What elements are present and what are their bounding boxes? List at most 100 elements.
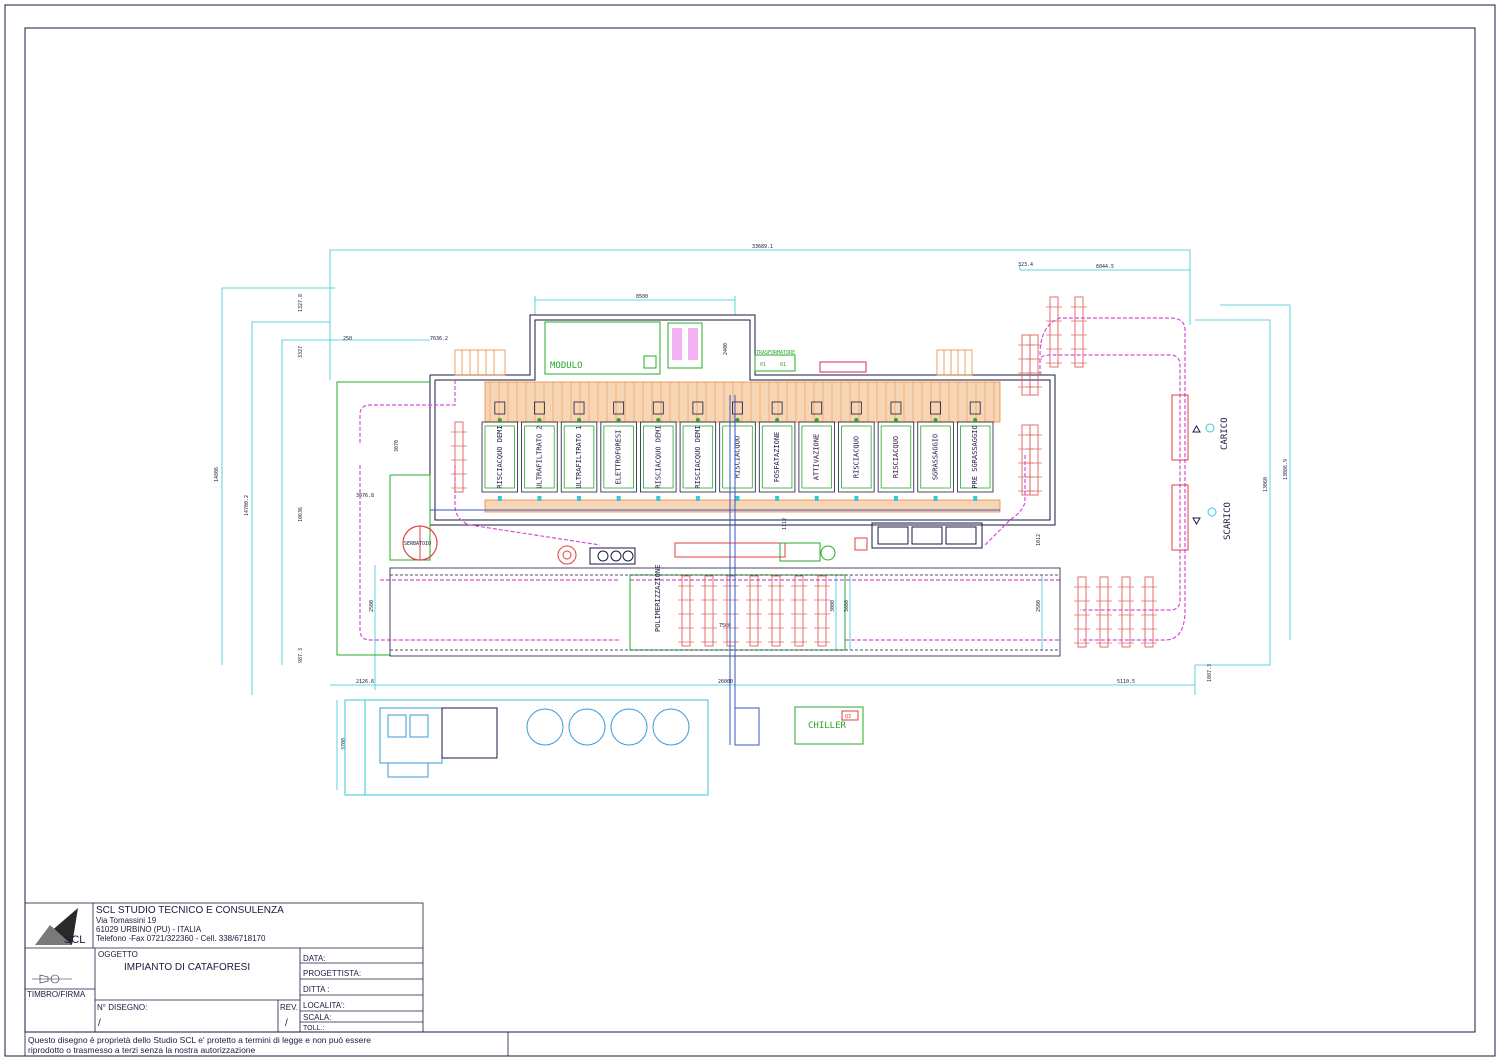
tank-label: SGRASSAGGIO: [932, 434, 940, 480]
utility-area: [344, 699, 709, 796]
rectifier-units: [667, 322, 703, 369]
load-unload-stations: CARICO SCARICO: [1171, 394, 1233, 551]
building-outline: [429, 314, 1056, 526]
trasformatore-label: TRASFORMATORE: [756, 350, 795, 356]
oggetto-label: OGGETTO: [98, 950, 138, 959]
dim-text: 13086.9: [1283, 459, 1289, 480]
conveyor-path: [359, 317, 1186, 641]
tank-label: RISCIACQUO DEMI: [654, 425, 662, 488]
process-tank: FOSFATAZIONE: [758, 401, 796, 501]
dim-text: 10636: [298, 507, 304, 522]
carrier-rack: [1118, 576, 1134, 648]
chiller-label: CHILLER: [808, 721, 847, 731]
platform-grid: [484, 381, 1001, 513]
dim-text: 2126.6: [356, 679, 374, 685]
dim-text: 250: [343, 336, 352, 342]
polimerizzazione-oven: [389, 567, 1061, 657]
carrier-rack: [1026, 334, 1042, 396]
trasf-unit-label: 01: [760, 362, 766, 368]
rev-value: /: [285, 1018, 288, 1029]
field-scala: SCALA:: [303, 1013, 331, 1022]
inner-border: [24, 27, 1476, 1033]
dim-text: 14806: [214, 467, 220, 482]
carrier-rack: [746, 575, 762, 647]
dim-text: 3327: [298, 346, 304, 358]
process-tank: ATTIVAZIONE: [798, 401, 835, 501]
company-contacts: Telefono -Fax 0721/322360 - Cell. 338/67…: [96, 934, 266, 943]
dim-text: 323.4: [1018, 262, 1033, 268]
dim-text: 1112: [782, 518, 788, 530]
carrier-rack: [1018, 334, 1034, 396]
field-localita: LOCALITA':: [303, 1001, 345, 1010]
process-tank: RISCIACQUO: [719, 401, 756, 501]
dim-text: 26000: [718, 679, 733, 685]
process-tank: RISCIACQUO: [877, 401, 915, 501]
control-panel: [819, 361, 867, 373]
process-tank: RISCIACQUO: [838, 401, 875, 501]
dim-text: 5110.5: [1117, 679, 1135, 685]
tank-label: RISCIACQUO: [852, 436, 860, 478]
company-name: SCL STUDIO TECNICO E CONSULENZA: [96, 905, 284, 916]
chiller-tag: Q3: [845, 714, 851, 720]
dim-text: 33689.1: [752, 244, 773, 250]
carrier-rack: [723, 575, 739, 647]
rev-label: REV.: [280, 1003, 298, 1012]
dim-text: 3000: [844, 600, 850, 612]
n-disegno-label: N° DISEGNO:: [97, 1003, 147, 1012]
dim-text: 8500: [636, 294, 648, 300]
dim-text: 3076.8: [356, 493, 374, 499]
carrier-rack: [1141, 576, 1157, 648]
carico-label: CARICO: [1220, 417, 1230, 450]
tank-label: ULTRAFILTRATO 1: [575, 425, 583, 488]
carrier-rack: [1071, 296, 1087, 368]
chiller: Q3 CHILLER: [794, 706, 864, 745]
process-tank: RISCIACQUO DEMI: [640, 401, 677, 501]
dim-text: 3700: [341, 738, 347, 750]
carrier-rack: [1018, 424, 1034, 496]
tank-label: RISCIACQUO DEMI: [496, 425, 504, 488]
dim-text: 2400: [723, 343, 729, 355]
field-progettista: PROGETTISTA:: [303, 969, 361, 978]
carrier-rack: [1026, 424, 1042, 496]
serbatoio-label: SERBATOIO: [404, 541, 431, 547]
carrier-rack: [678, 575, 694, 647]
field-data: DATA:: [303, 954, 325, 963]
dim-text: 3000: [830, 600, 836, 612]
tank-label: ELETTROFORESI: [615, 430, 623, 485]
dimension-lines: [221, 249, 1291, 790]
modulo-label: MODULO: [550, 361, 583, 371]
dim-text: 7636.2: [430, 336, 448, 342]
plant-layout: 33689.1 8500 6044.5 323.4 7636.2 250 332…: [214, 244, 1291, 796]
dim-text: 1327.8: [298, 294, 304, 312]
field-ditta: DITTA :: [303, 985, 330, 994]
process-tank: PRE SGRASSAGGIO: [956, 401, 994, 501]
oggetto-value: IMPIANTO DI CATAFORESI: [124, 962, 250, 973]
scarico-label: SCARICO: [1223, 502, 1233, 540]
carrier-racks: [451, 296, 1157, 648]
polimerizzazione-label: POLIMERIZZAZIONE: [654, 565, 662, 632]
process-tank: SGRASSAGGIO: [917, 401, 954, 501]
field-toll: TOLL.:: [303, 1025, 324, 1032]
dim-text: 1087.3: [1207, 664, 1213, 682]
tank-label: ATTIVAZIONE: [813, 434, 821, 480]
trasf-unit-label: 01: [780, 362, 786, 368]
disclaimer-line-2: riprodotto o trasmesso a terzi senza la …: [28, 1045, 256, 1055]
carrier-rack: [1096, 576, 1112, 648]
trasformatore: TRASFORMATORE 01 01: [754, 350, 796, 372]
tank-label: RISCIACQUO DEMI: [694, 425, 702, 488]
dim-text: 987.3: [298, 648, 304, 663]
stairs: [454, 349, 973, 376]
carrier-rack: [768, 575, 784, 647]
title-block: [24, 902, 509, 1057]
dim-text: 14700.2: [244, 495, 250, 516]
modulo-room: [544, 321, 661, 375]
carrier-rack: [791, 575, 807, 647]
dim-text: 3070: [394, 440, 400, 452]
pipes: [430, 395, 1000, 746]
logo-text: SCL: [64, 934, 85, 946]
process-tank: ELETTROFORESI: [600, 401, 637, 501]
company-address-1: Via Tomassini 19: [96, 916, 157, 925]
process-tank: RISCIACQUO DEMI: [481, 401, 519, 501]
logo-shape: [35, 925, 72, 945]
